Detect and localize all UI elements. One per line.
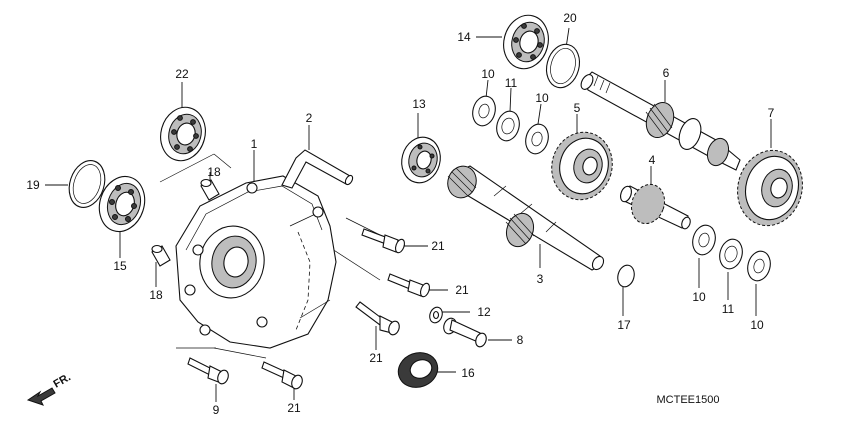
callout-6: 6 — [663, 66, 670, 80]
callout-20: 20 — [563, 11, 577, 25]
callout-18-b: 18 — [149, 288, 163, 302]
callout-8: 8 — [517, 333, 524, 347]
front-marker-text: FR. — [52, 371, 73, 390]
diagram-code: MCTEE1500 — [657, 394, 720, 406]
part-8-bolt — [443, 317, 487, 348]
callout-4: 4 — [649, 153, 656, 167]
callout-21-a: 21 — [431, 239, 445, 253]
part-17-circlip — [617, 264, 635, 288]
callout-3: 3 — [537, 272, 544, 286]
callout-10-a: 10 — [481, 67, 495, 81]
part-12-washer — [429, 306, 443, 324]
callout-5: 5 — [574, 101, 581, 115]
part-14-bearing — [503, 14, 549, 70]
part-18-dowel-pins — [151, 178, 220, 267]
part-16-oil-seal — [397, 352, 439, 388]
callout-17: 17 — [617, 318, 631, 332]
part-10-11-washers-upper — [472, 95, 549, 155]
part-10-11-washers-lower — [692, 224, 771, 282]
callout-10-d: 10 — [750, 318, 764, 332]
part-1-transmission-cover — [175, 175, 337, 349]
callout-18-a: 18 — [207, 165, 221, 179]
callout-21-c: 21 — [369, 351, 383, 365]
leader-lines — [45, 27, 772, 402]
callout-21-b: 21 — [455, 283, 469, 297]
callout-14: 14 — [457, 30, 471, 44]
part-9-bolt — [187, 357, 229, 385]
callout-22: 22 — [175, 67, 189, 81]
part-2-breather-tube — [281, 149, 354, 189]
callout-7: 7 — [768, 106, 775, 120]
part-5-gear — [551, 131, 613, 201]
callout-16: 16 — [461, 366, 475, 380]
callout-9: 9 — [213, 403, 220, 417]
callout-2: 2 — [306, 111, 313, 125]
part-13-bearing — [401, 136, 441, 184]
callout-19: 19 — [26, 178, 40, 192]
callout-11-a: 11 — [505, 76, 518, 90]
front-direction-arrow: FR. — [26, 371, 73, 406]
callout-10-c: 10 — [692, 290, 706, 304]
part-3-shaft — [447, 165, 605, 271]
callout-10-b: 10 — [535, 91, 549, 105]
part-6-shaft — [580, 71, 741, 171]
part-20-circlip — [545, 43, 581, 89]
callout-15: 15 — [113, 259, 127, 273]
part-21-bolts — [261, 228, 431, 390]
callout-21-d: 21 — [287, 401, 301, 415]
part-4-gear-shaft — [620, 183, 691, 230]
callout-13: 13 — [412, 97, 426, 111]
part-19-circlip — [68, 160, 106, 208]
part-22-bearing — [160, 106, 206, 162]
part-15-bearing — [98, 175, 146, 233]
callout-1: 1 — [251, 137, 258, 151]
part-7-gear — [737, 149, 803, 227]
callout-labels: 1 2 3 4 5 6 7 8 9 10 10 10 10 11 11 12 1… — [26, 11, 774, 417]
callout-11-b: 11 — [722, 302, 735, 316]
callout-12: 12 — [477, 305, 491, 319]
shaft-3-gear-teeth — [447, 165, 535, 248]
